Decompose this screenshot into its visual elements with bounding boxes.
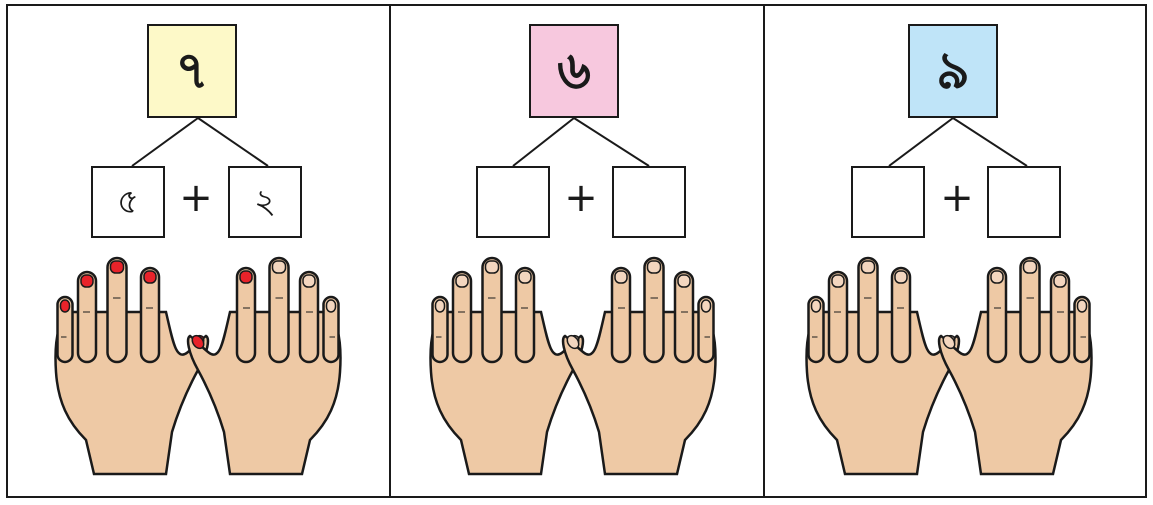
total-box: ৬ — [529, 24, 619, 118]
nail — [273, 261, 286, 273]
nail — [1078, 300, 1087, 312]
nail — [895, 271, 907, 283]
total-number: ৬ — [557, 45, 591, 97]
left-part-number: ৫ — [117, 185, 139, 219]
nail — [436, 300, 445, 312]
painted-nail — [61, 300, 70, 312]
painted-nail — [144, 271, 156, 283]
left-part-box[interactable]: ৫ — [91, 166, 165, 238]
painted-nail — [81, 275, 93, 287]
panel-2: ৬ + — [391, 4, 763, 498]
plus-sign: + — [561, 178, 601, 218]
total-number: ৭ — [175, 45, 209, 97]
left-part-box[interactable] — [851, 166, 925, 238]
right-hand — [939, 258, 1091, 474]
left-hand — [431, 258, 583, 474]
hands-illustration — [799, 252, 1109, 477]
nail — [327, 300, 336, 312]
painted-nail — [111, 261, 124, 273]
panel-3: ৯ + — [765, 4, 1145, 498]
nail — [862, 261, 875, 273]
panel-1: ৭ ৫ + ২ — [8, 4, 389, 498]
left-hand — [56, 258, 208, 474]
right-hand — [188, 258, 340, 474]
nail — [648, 261, 661, 273]
nail — [615, 271, 627, 283]
nail — [1054, 275, 1066, 287]
hands-illustration — [423, 252, 733, 477]
total-box: ৯ — [908, 24, 998, 118]
nail — [991, 271, 1003, 283]
plus-sign: + — [176, 178, 216, 218]
nail — [486, 261, 499, 273]
hands-illustration — [48, 252, 358, 477]
nail — [832, 275, 844, 287]
left-hand — [807, 258, 959, 474]
plus-sign: + — [937, 178, 977, 218]
nail — [1024, 261, 1037, 273]
right-part-box[interactable] — [987, 166, 1061, 238]
right-part-number: ২ — [254, 185, 276, 219]
nail — [678, 275, 690, 287]
total-number: ৯ — [936, 45, 970, 97]
nail — [519, 271, 531, 283]
total-box: ৭ — [147, 24, 237, 118]
left-part-box[interactable] — [476, 166, 550, 238]
right-part-box[interactable] — [612, 166, 686, 238]
right-part-box[interactable]: ২ — [228, 166, 302, 238]
nail — [303, 275, 315, 287]
painted-nail — [240, 271, 252, 283]
nail — [812, 300, 821, 312]
nail — [702, 300, 711, 312]
nail — [456, 275, 468, 287]
right-hand — [563, 258, 715, 474]
